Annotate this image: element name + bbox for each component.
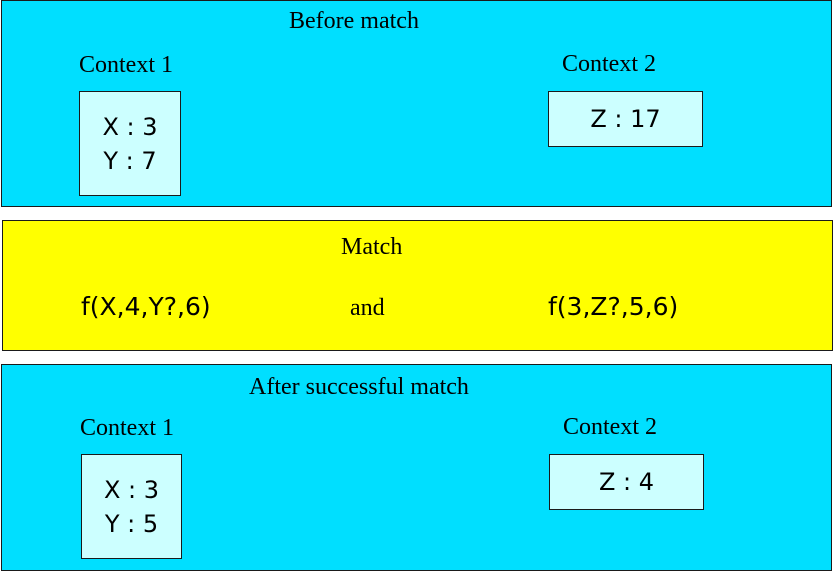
after-context-2-var-z: Z : 4 (598, 468, 655, 496)
after-match-panel: After successful match Context 1 X : 3 Y… (1, 364, 832, 571)
match-panel: Match f(X,4,Y?,6) and f(3,Z?,5,6) (2, 220, 833, 351)
match-title: Match (341, 234, 403, 260)
before-context-2-box: Z : 17 (548, 91, 703, 147)
before-context-1-var-x: X : 3 (102, 112, 158, 141)
match-left-term: f(X,4,Y?,6) (81, 292, 211, 321)
before-context-1-label: Context 1 (79, 52, 173, 78)
before-context-2-var-z: Z : 17 (590, 105, 661, 133)
match-conjunction: and (350, 295, 385, 321)
after-context-2-label: Context 2 (563, 414, 657, 440)
before-context-1-var-y: Y : 7 (103, 146, 157, 175)
before-match-panel: Before match Context 1 X : 3 Y : 7 Conte… (1, 0, 832, 207)
after-context-1-var-x: X : 3 (103, 475, 160, 504)
after-match-title: After successful match (249, 374, 469, 400)
before-context-2-label: Context 2 (562, 51, 656, 77)
before-match-title: Before match (289, 8, 419, 34)
after-context-1-label: Context 1 (80, 415, 174, 441)
after-context-1-box: X : 3 Y : 5 (81, 454, 182, 559)
match-right-term: f(3,Z?,5,6) (548, 292, 679, 321)
after-context-1-var-y: Y : 5 (104, 509, 159, 538)
after-context-2-box: Z : 4 (549, 454, 704, 510)
before-context-1-box: X : 3 Y : 7 (79, 91, 181, 196)
